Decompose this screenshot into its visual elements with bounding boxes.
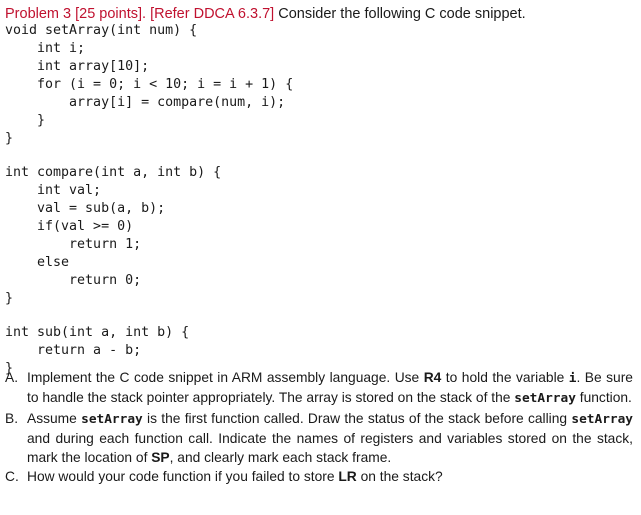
code-line: int i; [5,41,86,56]
question-b: B. Assume setArray is the first function… [5,409,633,468]
code-line: } [5,131,14,146]
code-line: else [5,255,70,270]
question-text: Assume [27,410,82,426]
code-line: int compare(int a, int b) { [5,165,222,180]
question-text: How would your code function if you fail… [27,469,339,485]
problem-heading: Problem 3 [25 points]. [Refer DDCA 6.3.7… [5,4,526,24]
code-blank-line [5,308,293,324]
code-line: int val; [5,183,102,198]
code-line: int sub(int a, int b) { [5,325,190,340]
code-line: return a - b; [5,343,142,358]
code-snippet: void setArray(int num) { int i; int arra… [5,22,293,378]
code-line: } [5,361,14,376]
heading-text: Consider the following C code snippet. [274,6,526,22]
question-text: and during each function call. Indicate … [27,430,633,466]
question-marker: B. [5,410,19,426]
question-list: A. Implement the C code snippet in ARM a… [5,368,633,487]
question-text: to hold the variable [441,370,569,385]
question-marker: C. [5,469,19,485]
register-name: R4 [423,370,442,385]
code-line: int array[10]; [5,59,150,74]
code-line: return 0; [5,273,142,288]
code-term: setArray [81,411,143,427]
question-text: Implement the C code snippet in ARM asse… [27,370,424,385]
code-blank-line [5,148,293,164]
code-line: if(val >= 0) [5,219,134,234]
question-text: , and clearly mark each stack frame. [169,450,392,466]
code-line: } [5,291,14,306]
register-name: SP [151,450,170,466]
question-text: is the first function called. Draw the s… [142,410,572,426]
register-name: LR [338,469,357,485]
question-a: A. Implement the C code snippet in ARM a… [5,368,633,409]
question-marker: A. [5,370,19,385]
question-text: . Be sure to handle the stack pointer ap… [27,370,633,406]
code-term: setArray [514,391,576,407]
question-text: on the stack? [356,469,443,485]
code-line: val = sub(a, b); [5,201,166,216]
code-term: i [568,371,577,386]
code-line: array[i] = compare(num, i); [5,95,286,110]
question-c: C. How would your code function if you f… [5,467,633,486]
problem-label: Problem 3 [25 points]. [5,6,147,22]
code-line: return 1; [5,237,142,252]
book-reference: [Refer DDCA 6.3.7] [150,6,275,22]
code-line: } [5,113,46,128]
code-term: setArray [571,411,634,427]
question-text: function. [575,390,632,406]
code-line: for (i = 0; i < 10; i = i + 1) { [5,77,294,92]
code-line: void setArray(int num) { [5,23,198,38]
